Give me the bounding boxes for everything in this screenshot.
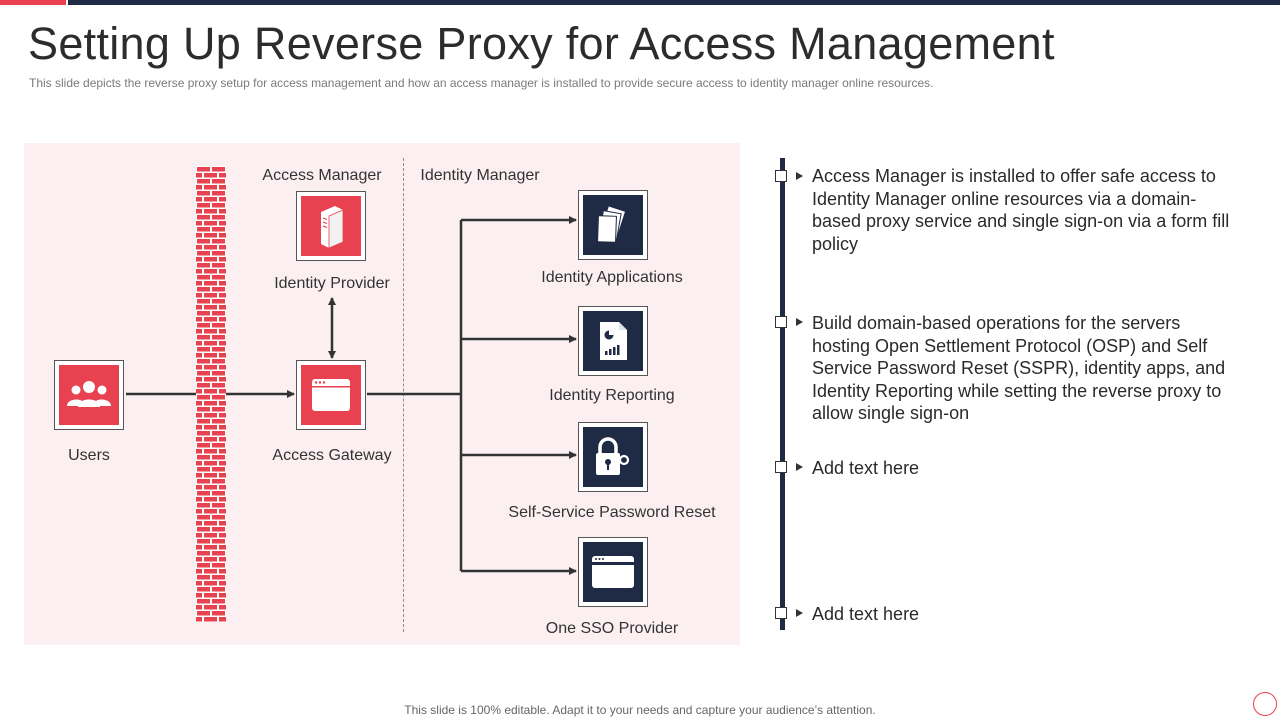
top-accent-bar-navy bbox=[68, 0, 1280, 5]
sso-provider-label: One SSO Provider bbox=[545, 620, 679, 637]
timeline-item-2: Build domain-based operations for the se… bbox=[812, 313, 1226, 423]
report-icon bbox=[600, 322, 627, 360]
top-accent-bar-red bbox=[0, 0, 66, 5]
identity-manager-section-label: Identity Manager bbox=[420, 167, 540, 184]
users-node bbox=[54, 360, 124, 430]
padlock-key-icon bbox=[596, 437, 630, 475]
users-icon bbox=[67, 381, 111, 407]
timeline-item-4: Add text here bbox=[812, 604, 920, 624]
access-manager-section-label: Access Manager bbox=[262, 167, 382, 184]
timeline-marker-3 bbox=[775, 461, 787, 473]
timeline-bar bbox=[780, 158, 785, 630]
timeline-item-3: Add text here bbox=[812, 458, 920, 478]
server-icon bbox=[321, 206, 344, 248]
identity-applications-label: Identity Applications bbox=[541, 269, 683, 286]
access-gateway-node bbox=[296, 360, 366, 430]
browser-icon bbox=[592, 556, 634, 588]
timeline-item-1: Access Manager is installed to offer saf… bbox=[812, 166, 1230, 254]
timeline-marker-1 bbox=[775, 170, 787, 182]
firewall-wall bbox=[196, 166, 226, 622]
sso-provider-node bbox=[578, 537, 648, 607]
timeline-arrow-1 bbox=[796, 172, 803, 180]
access-gateway-label: Access Gateway bbox=[272, 447, 392, 464]
identity-applications-node bbox=[578, 190, 648, 260]
users-label: Users bbox=[68, 447, 110, 464]
slide-subtitle: This slide depicts the reverse proxy set… bbox=[29, 76, 934, 90]
slide-footer: This slide is 100% editable. Adapt it to… bbox=[404, 703, 876, 717]
timeline-arrow-2 bbox=[796, 318, 803, 326]
timeline-marker-4 bbox=[775, 607, 787, 619]
identity-reporting-node bbox=[578, 306, 648, 376]
timeline-arrow-3 bbox=[796, 463, 803, 471]
identity-reporting-label: Identity Reporting bbox=[549, 387, 675, 404]
browser-window-icon bbox=[312, 379, 350, 411]
timeline-marker-2 bbox=[775, 316, 787, 328]
sspr-node bbox=[578, 422, 648, 492]
corner-circle-decoration bbox=[1253, 692, 1277, 716]
sspr-label: Self-Service Password Reset bbox=[508, 504, 716, 521]
identity-provider-node bbox=[296, 191, 366, 261]
documents-icon bbox=[597, 205, 627, 243]
slide-title: Setting Up Reverse Proxy for Access Mana… bbox=[28, 18, 1055, 69]
identity-provider-label: Identity Provider bbox=[274, 275, 390, 292]
timeline-arrow-4 bbox=[796, 609, 803, 617]
